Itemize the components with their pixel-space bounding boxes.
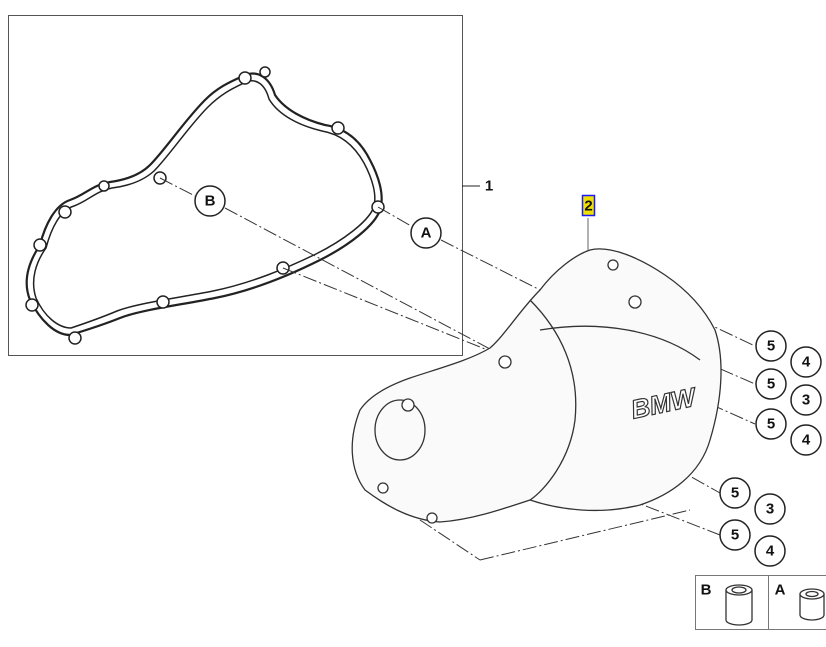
- svg-text:5: 5: [767, 338, 775, 355]
- svg-text:3: 3: [802, 392, 810, 409]
- svg-text:5: 5: [731, 485, 739, 502]
- fastener-callout-1-a[interactable]: 5: [755, 330, 787, 362]
- fastener-callout-2-a[interactable]: 5: [755, 368, 787, 400]
- fastener-callout-5-a[interactable]: 5: [719, 519, 751, 551]
- svg-text:B: B: [205, 193, 216, 210]
- fastener-callout-3-a[interactable]: 5: [755, 408, 787, 440]
- callout-2[interactable]: 2: [584, 198, 592, 215]
- sleeve-b-icon: [725, 584, 753, 626]
- svg-text:5: 5: [767, 376, 775, 393]
- engine-cover-drawing: [351, 248, 722, 524]
- ref-circle-a[interactable]: A: [410, 217, 442, 249]
- sleeve-label-b: B: [701, 582, 712, 599]
- callout-2-highlight: [581, 194, 596, 217]
- svg-text:4: 4: [802, 432, 811, 449]
- gasket-frame: [8, 15, 463, 356]
- svg-text:3: 3: [766, 501, 774, 518]
- svg-text:4: 4: [766, 543, 775, 560]
- fastener-callout-1-b[interactable]: 4: [790, 346, 822, 378]
- callout-1[interactable]: 1: [485, 178, 493, 195]
- svg-text:A: A: [421, 225, 432, 242]
- fastener-callout-2-b[interactable]: 3: [790, 384, 822, 416]
- ref-circle-b[interactable]: B: [194, 185, 226, 217]
- fastener-callout-4-b[interactable]: 3: [754, 493, 786, 525]
- svg-text:5: 5: [731, 527, 739, 544]
- sleeve-label-a: A: [775, 582, 786, 599]
- svg-text:4: 4: [802, 354, 811, 371]
- gasket-drawing: [25, 66, 385, 345]
- fastener-callout-3-b[interactable]: 4: [790, 424, 822, 456]
- fastener-callouts: 5 4 5 3 5 4 5 3 5 4: [719, 330, 822, 567]
- sleeve-a-icon: [799, 588, 825, 621]
- fastener-callout-5-b[interactable]: 4: [754, 535, 786, 567]
- fastener-callout-4-a[interactable]: 5: [719, 477, 751, 509]
- sleeve-box: B A: [695, 575, 826, 630]
- svg-text:5: 5: [767, 416, 775, 433]
